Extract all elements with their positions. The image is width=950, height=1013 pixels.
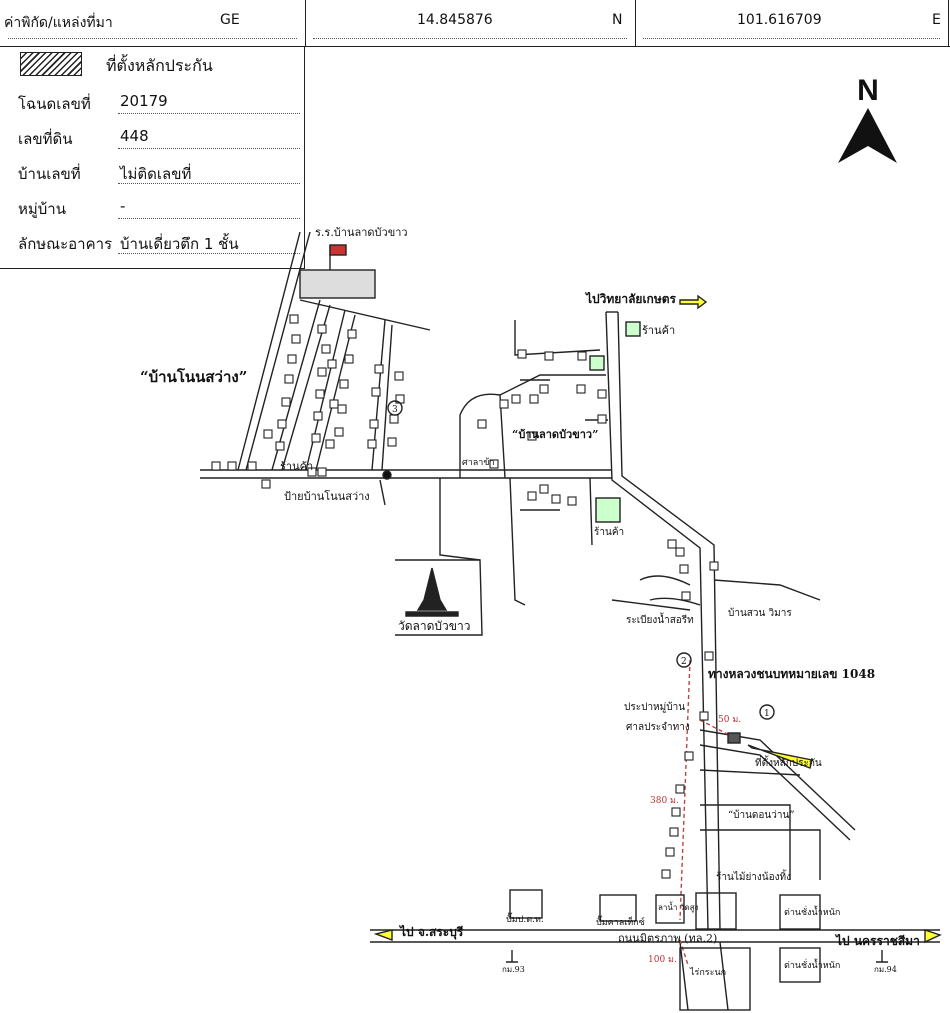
weigh-station-2-label: ต่านชั่งน้ำหนัก bbox=[784, 958, 840, 971]
shop-icon-2 bbox=[625, 321, 641, 337]
legend-label: ที่ตั้งหลักประกัน bbox=[106, 56, 213, 75]
dist-100-label: 100 ม. bbox=[648, 955, 677, 965]
pool-label: ระเบียงน้ำสอรีท bbox=[626, 612, 694, 626]
road-nonsawang-1 bbox=[237, 231, 311, 471]
info-row-building: ลักษณะอาคาร บ้านเดี่ยวตึก 1 ชั้น bbox=[0, 224, 304, 258]
junction-label: ลาน้ำ วัดสูง bbox=[658, 901, 698, 913]
village-center-label: “บ้านลาดบัวขาว” bbox=[512, 428, 598, 441]
latitude-cell: 14.845876 N bbox=[305, 0, 636, 46]
source-cell: ค่าพิกัด/แหล่งที่มา GE bbox=[0, 0, 306, 46]
info-row-village: หมู่บ้าน - bbox=[0, 189, 304, 223]
collateral-marker bbox=[727, 732, 741, 744]
km94-label: กม.94 bbox=[874, 965, 897, 974]
longitude-unit: E bbox=[932, 12, 941, 28]
hatch-legend-icon bbox=[20, 52, 82, 76]
shop1-label: ร้านค้า bbox=[642, 324, 675, 337]
shop2-label: ร้านค้า bbox=[280, 460, 313, 473]
ptt-label: ปั๊มป.ต.ท. bbox=[506, 912, 544, 925]
marker-1-label: 1 bbox=[764, 709, 770, 719]
to-college-label: ไปวิทยาลัยเกษตร bbox=[584, 291, 677, 306]
shop-sign-label: ร้านไม้ย่างน้องทิ้ง bbox=[716, 869, 791, 883]
shop3-label: ร้านค้า bbox=[594, 526, 624, 538]
longitude-cell: 101.616709 E bbox=[635, 0, 949, 46]
collateral-label: ที่ตั้งหลักประกัน bbox=[755, 755, 822, 769]
north-arrow-icon bbox=[838, 108, 897, 163]
temple-label: วัดลาดบัวขาว bbox=[398, 619, 470, 633]
marker-1 bbox=[759, 704, 775, 720]
highway-branch-label: ทางหลวงชนบทหมายเลข 1048 bbox=[708, 667, 875, 681]
flag-icon bbox=[329, 244, 347, 256]
marker-3-label: 3 bbox=[392, 405, 398, 415]
bus-stop-icon bbox=[382, 470, 392, 480]
school-icon bbox=[299, 269, 376, 299]
marker-2-label: 2 bbox=[681, 657, 687, 667]
college-arrow-icon bbox=[679, 294, 708, 310]
school-label: ร.ร.บ้านลาดบัวขาว bbox=[315, 226, 408, 239]
temple-frame bbox=[395, 559, 483, 636]
east-arrow-icon bbox=[924, 929, 942, 944]
main-road bbox=[605, 311, 721, 931]
km94-icon bbox=[876, 950, 888, 963]
source-value: GE bbox=[220, 12, 240, 28]
property-info-box: ที่ตั้งหลักประกัน โฉนดเลขที่ 20179 เลขที… bbox=[0, 46, 305, 269]
west-arrow-icon bbox=[373, 929, 393, 942]
latitude-value: 14.845876 bbox=[417, 12, 493, 28]
info-row-land-no: เลขที่ดิน 448 bbox=[0, 119, 304, 153]
dist-50-label: 50 ม. bbox=[718, 715, 741, 725]
latitude-unit: N bbox=[612, 12, 623, 28]
marker-3 bbox=[387, 400, 403, 416]
shrine2-label: ศาลประจำทาง bbox=[626, 722, 690, 733]
coordinate-header: ค่าพิกัด/แหล่งที่มา GE 14.845876 N 101.6… bbox=[0, 0, 950, 47]
village-road bbox=[200, 469, 612, 479]
longitude-value: 101.616709 bbox=[737, 12, 822, 28]
shrine-label: ประปาหมู่บ้าน bbox=[624, 701, 685, 713]
to-korat-label: ไป นครราชสีมา bbox=[834, 933, 920, 948]
north-label: N bbox=[857, 74, 879, 107]
info-row-deed: โฉนดเลขที่ 20179 bbox=[0, 84, 304, 118]
village-south-label: “บ้านดอนว่าน” bbox=[728, 809, 794, 821]
source-label: ค่าพิกัด/แหล่งที่มา bbox=[4, 15, 113, 31]
shop-icon-3 bbox=[595, 497, 621, 523]
to-saraburi-label: ไป จ.สระบุรี bbox=[398, 924, 464, 940]
bus-sign-label: ป้ายบ้านโนนสว่าง bbox=[284, 489, 370, 503]
marker-2 bbox=[676, 652, 692, 668]
village-west-label: “บ้านโนนสว่าง” bbox=[140, 367, 247, 386]
km93-icon bbox=[506, 950, 518, 963]
temple-icon bbox=[416, 567, 448, 611]
km93-label: กม.93 bbox=[502, 965, 525, 974]
weigh-station-1-label: ต่านชั่งน้ำหนัก bbox=[784, 905, 840, 918]
mittraphap-label: ถนนมิตรภาพ (ทล.2) bbox=[618, 932, 717, 945]
dist-380-label: 380 ม. bbox=[650, 796, 679, 806]
farm-label: ไร่กระนก bbox=[689, 967, 726, 978]
mittraphap-road bbox=[370, 929, 940, 943]
info-row-house-no: บ้านเลขที่ ไม่ติดเลขที่ bbox=[0, 154, 304, 188]
park-label: บ้านสวน วิมาร bbox=[728, 607, 792, 619]
gas2-label: ปั๊มคาลเท็กซ์ bbox=[596, 915, 645, 928]
shop-icon-1 bbox=[589, 355, 605, 371]
sala-label: ศาลาข้า bbox=[462, 457, 495, 468]
